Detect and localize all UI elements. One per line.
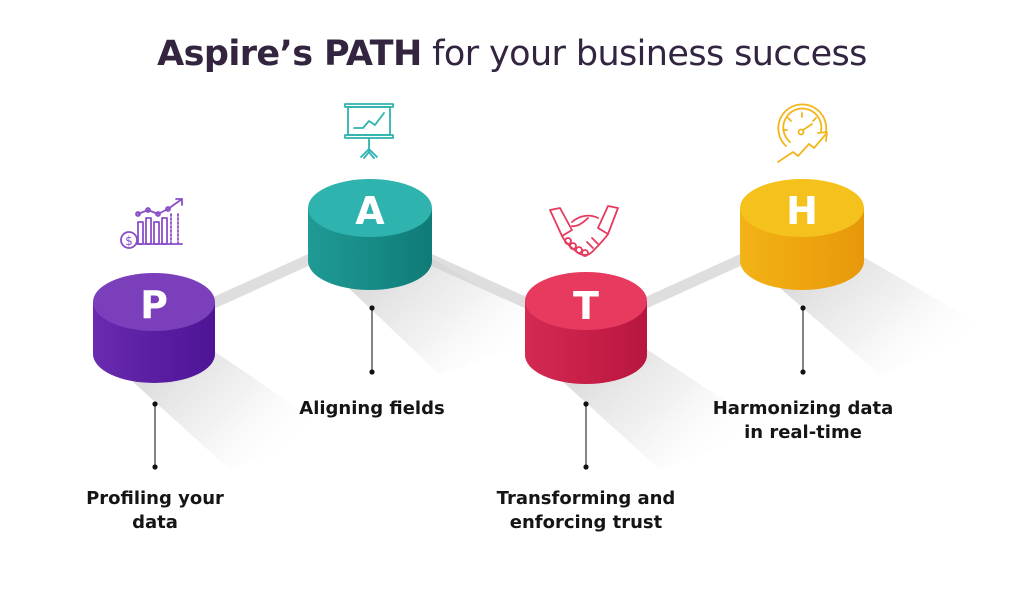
cylinder-t: T <box>525 272 647 384</box>
step-label-a-line1: Aligning fields <box>299 398 445 419</box>
cylinder-p: P <box>93 273 215 383</box>
letter-t: T <box>573 284 599 328</box>
letter-h: H <box>786 189 818 233</box>
cylinder-a: A <box>308 179 432 290</box>
step-label-h: Harmonizing data in real-time <box>683 397 923 445</box>
step-label-t: Transforming and enforcing trust <box>466 487 706 535</box>
letter-p: P <box>140 283 168 327</box>
presentation-board-icon <box>344 103 394 159</box>
letter-a: A <box>355 189 385 233</box>
leader-lines <box>152 305 806 470</box>
step-label-a: Aligning fields <box>272 397 472 421</box>
handshake-icon <box>549 205 619 257</box>
title-bold: Aspire’s PATH <box>157 34 422 74</box>
step-label-p: Profiling your data <box>55 487 255 535</box>
page-title: Aspire’s PATH for your business success <box>0 34 1024 74</box>
step-label-t-line2: enforcing trust <box>509 512 663 533</box>
cylinder-h: H <box>740 179 864 290</box>
step-label-p-line1: Profiling your <box>86 488 224 509</box>
title-regular: for your business success <box>421 34 867 74</box>
financial-growth-chart-icon: $ <box>120 198 183 249</box>
speedometer-growth-icon <box>777 103 828 163</box>
step-label-t-line1: Transforming and <box>496 488 676 509</box>
step-label-h-line1: Harmonizing data <box>712 398 894 419</box>
step-label-h-line2: in real-time <box>744 422 862 443</box>
svg-text:$: $ <box>125 234 133 248</box>
step-label-p-line2: data <box>132 512 178 533</box>
